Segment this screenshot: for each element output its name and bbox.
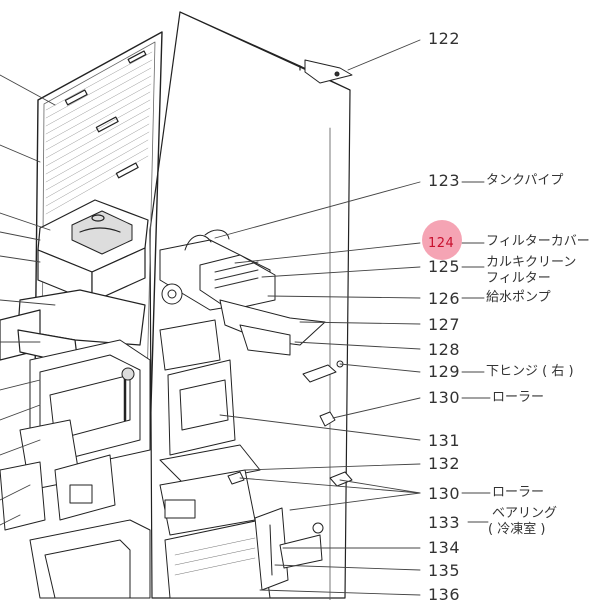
callout-number-136[interactable]: 136	[428, 585, 461, 604]
callout-number-130-b[interactable]: 130	[428, 484, 461, 503]
filter-pump-assembly	[159, 229, 326, 356]
part-name-freezer: ( 冷凍室 )	[488, 522, 546, 537]
callout-124-highlight	[422, 220, 462, 260]
part-name-chlorine-clean: カルキクリーン	[486, 255, 577, 270]
part-name-roller: ローラー	[492, 390, 545, 405]
callout-number-122[interactable]: 122	[428, 29, 461, 48]
callout-number-134[interactable]: 134	[428, 538, 461, 557]
leader-lines	[0, 39, 491, 596]
callout-number-123[interactable]: 123	[428, 171, 461, 190]
part-name-water-pump: 給水ポンプ	[486, 290, 551, 305]
callout-number-128[interactable]: 128	[428, 340, 461, 359]
left-machinery	[0, 339, 151, 599]
callout-number-132[interactable]: 132	[428, 454, 461, 473]
callout-number-125[interactable]: 125	[428, 257, 461, 276]
part-name-filter-cover: フィルターカバー	[486, 234, 590, 249]
callout-number-124[interactable]: 124	[428, 236, 455, 251]
callout-number-135[interactable]: 135	[428, 561, 461, 580]
callout-number-131[interactable]: 131	[428, 431, 461, 450]
part-name-lower-hinge-right: 下ヒンジ ( 右 )	[486, 364, 574, 379]
callout-number-133[interactable]: 133	[428, 513, 461, 532]
callout-number-127[interactable]: 127	[428, 315, 461, 334]
part-name-filter: フィルター	[486, 271, 551, 286]
part-name-roller-b: ローラー	[492, 485, 545, 500]
part-name-tank-pipe: タンクパイプ	[486, 173, 564, 188]
callout-number-129[interactable]: 129	[428, 362, 461, 381]
middle-machinery	[159, 319, 271, 599]
callout-number-126[interactable]: 126	[428, 289, 461, 308]
part-name-bearing: ベアリング	[492, 506, 558, 521]
hinge-bracket-parts	[227, 59, 353, 591]
callout-number-130[interactable]: 130	[428, 388, 461, 407]
ice-tank	[37, 199, 149, 303]
